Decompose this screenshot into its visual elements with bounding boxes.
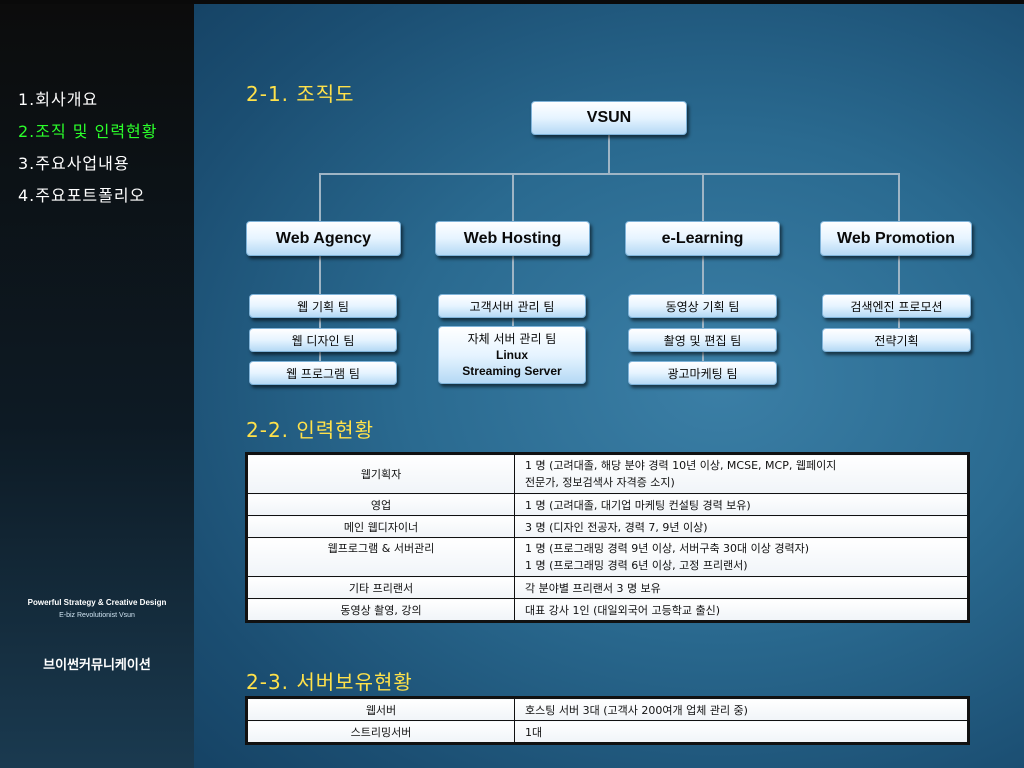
division-web-hosting: Web Hosting — [435, 221, 590, 256]
staff-role: 메인 웹디자이너 — [246, 515, 515, 538]
connector — [512, 173, 514, 221]
team-web-planning: 웹 기획 팀 — [249, 294, 397, 318]
server-desc: 1대 — [514, 720, 969, 744]
staff-desc: 1 명 (프로그래밍 경력 9년 이상, 서버구축 30대 이상 경력자) 1 … — [514, 537, 969, 577]
table-row: 웹프로그램 & 서버관리 1 명 (프로그래밍 경력 9년 이상, 서버구축 3… — [246, 537, 969, 577]
company-name: 브이썬커뮤니케이션 — [43, 658, 151, 673]
org-root-box: VSUN — [531, 101, 687, 135]
table-row: 스트리밍서버 1대 — [246, 720, 969, 744]
staff-title: 2-2. 인력현황 — [246, 418, 374, 442]
staff-desc-line: 전문가, 정보검색사 자격증 소지) — [525, 476, 675, 489]
team-own-server-linux: Linux — [496, 348, 528, 362]
staff-role: 기타 프리랜서 — [246, 576, 515, 599]
subtagline: E-biz Revolutionist Vsun — [59, 612, 135, 619]
staff-desc: 1 명 (고려대졸, 해당 분야 경력 10년 이상, MCSE, MCP, 웹… — [514, 453, 969, 494]
staff-role: 동영상 촬영, 강의 — [246, 598, 515, 622]
team-video-planning: 동영상 기획 팀 — [628, 294, 777, 318]
left-sidebar: 1.회사개요 2.조직 및 인력현황 3.주요사업내용 4.주요포트폴리오 Po… — [0, 4, 194, 768]
staff-role: 웹프로그램 & 서버관리 — [246, 537, 515, 577]
team-own-server: 자체 서버 관리 팀 Linux Streaming Server — [438, 326, 586, 384]
staff-desc-line: 1 명 (프로그래밍 경력 6년 이상, 고정 프리랜서) — [525, 559, 748, 572]
nav-item-organization[interactable]: 2.조직 및 인력현황 — [18, 122, 158, 141]
connector — [608, 134, 610, 174]
top-bar — [0, 0, 1024, 4]
table-row: 영업 1 명 (고려대졸, 대기업 마케팅 컨설팅 경력 보유) — [246, 493, 969, 516]
connector — [898, 173, 900, 221]
server-desc: 호스팅 서버 3대 (고객사 200여개 업체 관리 중) — [514, 697, 969, 721]
nav-item-portfolio[interactable]: 4.주요포트폴리오 — [18, 186, 146, 205]
connector — [512, 256, 514, 331]
team-own-server-label: 자체 서버 관리 팀 — [467, 332, 557, 346]
staff-desc: 1 명 (고려대졸, 대기업 마케팅 컨설팅 경력 보유) — [514, 493, 969, 516]
connector — [319, 173, 900, 175]
staff-desc: 각 분야별 프리랜서 3 명 보유 — [514, 576, 969, 599]
team-filming-editing: 촬영 및 편집 팀 — [628, 328, 777, 352]
connector — [319, 173, 321, 221]
division-e-learning: e-Learning — [625, 221, 780, 256]
connector — [702, 173, 704, 221]
staff-desc: 3 명 (디자인 전공자, 경력 7, 9년 이상) — [514, 515, 969, 538]
team-strategy: 전략기획 — [822, 328, 971, 352]
server-type: 웹서버 — [246, 697, 515, 721]
table-row: 메인 웹디자이너 3 명 (디자인 전공자, 경력 7, 9년 이상) — [246, 515, 969, 538]
table-row: 동영상 촬영, 강의 대표 강사 1인 (대일외국어 고등학교 출신) — [246, 598, 969, 622]
server-type: 스트리밍서버 — [246, 720, 515, 744]
team-client-server: 고객서버 관리 팀 — [438, 294, 586, 318]
nav-item-company-overview[interactable]: 1.회사개요 — [18, 90, 99, 109]
table-row: 웹기획자 1 명 (고려대졸, 해당 분야 경력 10년 이상, MCSE, M… — [246, 453, 969, 494]
team-web-design: 웹 디자인 팀 — [249, 328, 397, 352]
table-row: 웹서버 호스팅 서버 3대 (고객사 200여개 업체 관리 중) — [246, 697, 969, 721]
connector — [898, 256, 900, 331]
section-nav: 1.회사개요 2.조직 및 인력현황 3.주요사업내용 4.주요포트폴리오 — [18, 84, 157, 212]
staff-role: 영업 — [246, 493, 515, 516]
staff-desc-line: 1 명 (프로그래밍 경력 9년 이상, 서버구축 30대 이상 경력자) — [525, 542, 810, 555]
team-ad-marketing: 광고마케팅 팀 — [628, 361, 777, 385]
division-web-promotion: Web Promotion — [820, 221, 972, 256]
staff-desc: 대표 강사 1인 (대일외국어 고등학교 출신) — [514, 598, 969, 622]
team-web-program: 웹 프로그램 팀 — [249, 361, 397, 385]
nav-item-business[interactable]: 3.주요사업내용 — [18, 154, 130, 173]
staff-table: 웹기획자 1 명 (고려대졸, 해당 분야 경력 10년 이상, MCSE, M… — [245, 452, 970, 623]
table-row: 기타 프리랜서 각 분야별 프리랜서 3 명 보유 — [246, 576, 969, 599]
division-web-agency: Web Agency — [246, 221, 401, 256]
tagline: Powerful Strategy & Creative Design — [27, 598, 167, 607]
staff-desc-line: 1 명 (고려대졸, 해당 분야 경력 10년 이상, MCSE, MCP, 웹… — [525, 459, 837, 472]
team-own-server-streaming: Streaming Server — [462, 364, 562, 378]
server-table: 웹서버 호스팅 서버 3대 (고객사 200여개 업체 관리 중) 스트리밍서버… — [245, 696, 970, 745]
org-chart-title: 2-1. 조직도 — [246, 82, 355, 106]
staff-role: 웹기획자 — [246, 453, 515, 494]
team-search-promotion: 검색엔진 프로모션 — [822, 294, 971, 318]
server-title: 2-3. 서버보유현황 — [246, 670, 413, 694]
